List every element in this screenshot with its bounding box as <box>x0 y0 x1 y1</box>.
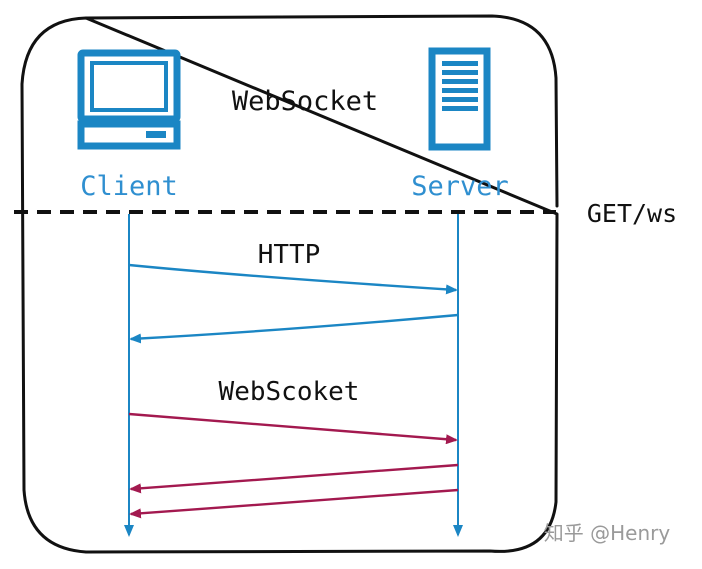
ws-message-arrow-1 <box>128 412 458 445</box>
http-response-arrow <box>129 313 459 344</box>
server-icon <box>428 47 491 151</box>
monitor-icon <box>77 49 181 150</box>
ws-message-arrow-2 <box>129 463 459 494</box>
websocket-messages-label: WebScoket <box>219 377 360 407</box>
watermark: 知乎 @Henry <box>544 521 671 545</box>
http-label: HTTP <box>258 240 321 270</box>
server-label: Server <box>411 171 509 202</box>
handshake-label: GET/ws <box>587 199 677 228</box>
outer-frame <box>20 14 559 554</box>
client-label: Client <box>80 171 178 202</box>
http-request-arrow <box>128 263 458 295</box>
diagram-title: WebSocket <box>232 86 378 117</box>
ws-message-arrow-3 <box>129 488 459 519</box>
